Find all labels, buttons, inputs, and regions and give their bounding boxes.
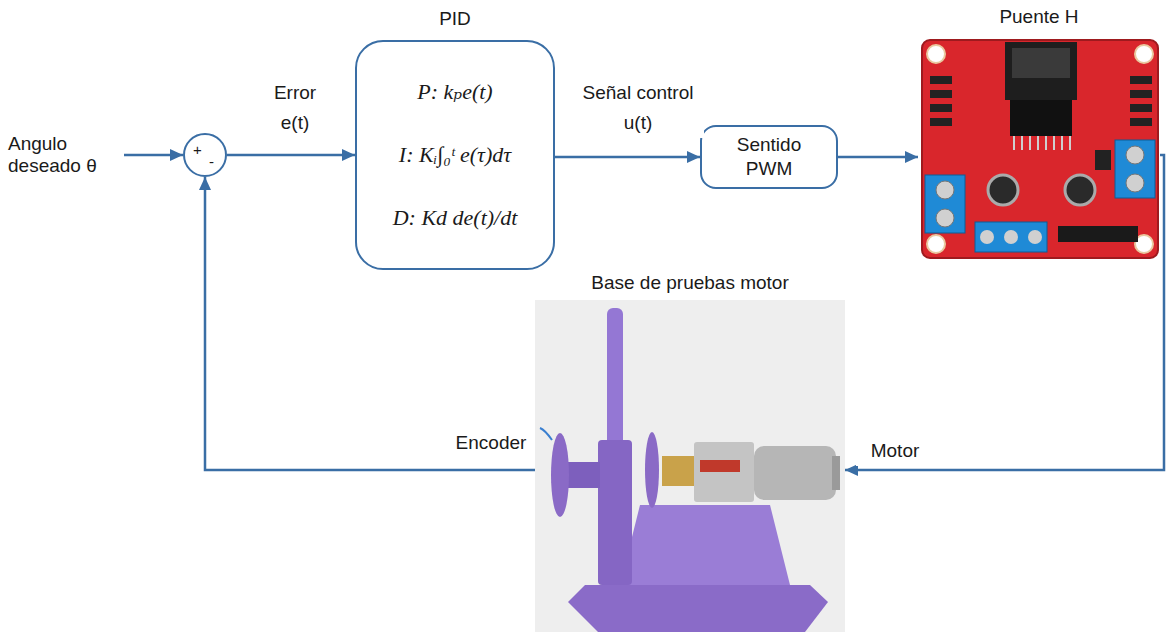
formula: P: kₚe(t) [417, 79, 492, 105]
process-box: Sentido PWM [700, 125, 838, 189]
summing-junction: +- [183, 133, 227, 177]
picture-title: Puente H [996, 6, 1081, 28]
input-arrow [124, 154, 183, 157]
signal-arrow [845, 155, 1164, 470]
motor-test-base-photo [535, 300, 845, 632]
signal-arrow [838, 156, 918, 159]
block-title: PID [357, 8, 553, 30]
signal-arrow [227, 154, 355, 157]
input-label: Angulo deseado θ [8, 133, 120, 177]
signal-label: Error e(t) [256, 78, 334, 138]
pid-block: PIDP: kₚe(t)I: Kᵢ∫₀ᵗ e(τ)dτD: Kd de(t)/d… [355, 40, 555, 270]
signal-label: Motor [856, 436, 934, 466]
signal-label: Señal control u(t) [572, 78, 704, 138]
plus-sign: + [193, 142, 202, 157]
motor-base-node: Base de pruebas motor [535, 272, 845, 632]
signal-label: Encoder [448, 428, 534, 458]
minus-sign: - [209, 154, 214, 169]
picture-title: Base de pruebas motor [588, 272, 792, 294]
h-bridge-node: Puente H [918, 6, 1160, 260]
formula: I: Kᵢ∫₀ᵗ e(τ)dτ [399, 142, 511, 168]
signal-arrow [555, 156, 700, 159]
box-label: Sentido PWM [714, 133, 824, 181]
h-bridge-board [922, 40, 1158, 258]
formula: D: Kd de(t)/dt [393, 205, 518, 231]
